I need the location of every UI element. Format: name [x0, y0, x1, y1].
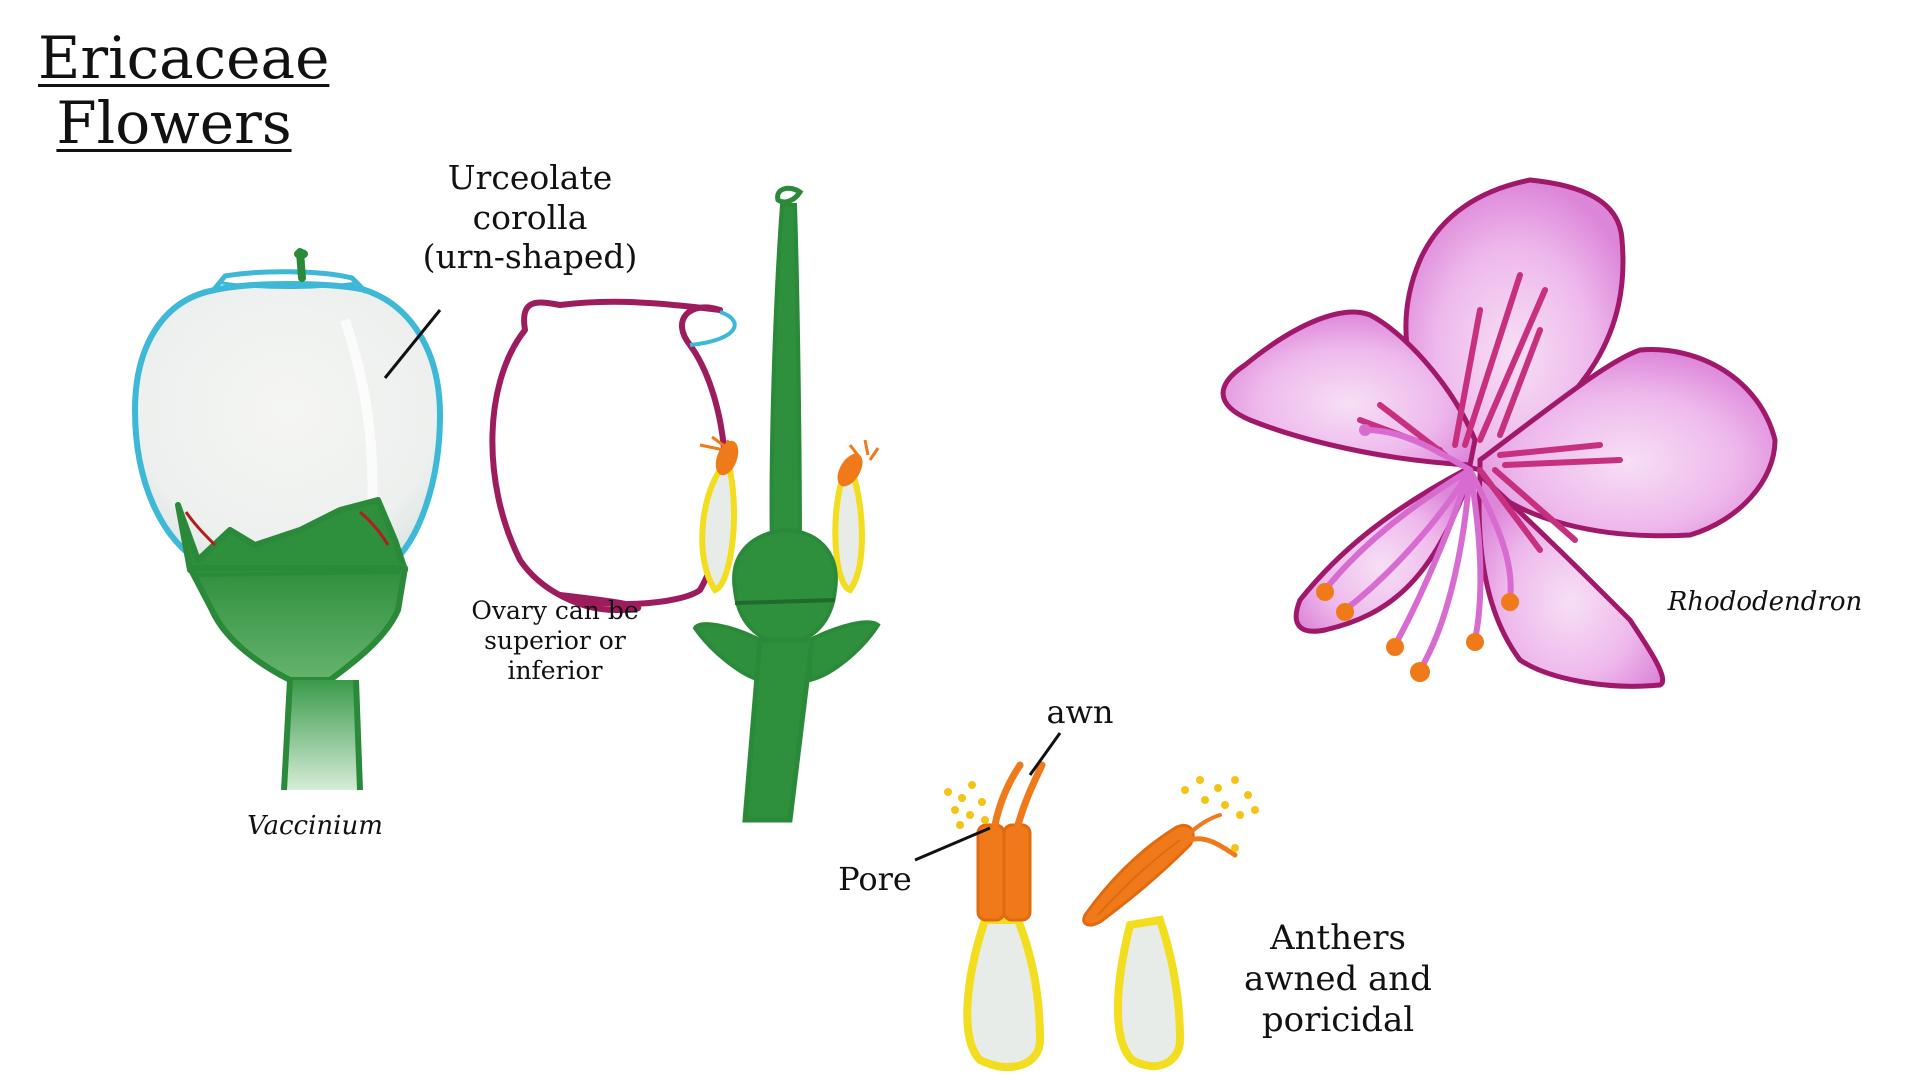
page-title: Ericaceae Flowers — [38, 24, 330, 157]
awn-right — [1014, 761, 1046, 829]
urceolate-corolla — [131, 281, 444, 568]
left-filament — [699, 467, 737, 594]
pedicel — [282, 680, 362, 790]
petal-lower-left — [1293, 465, 1468, 634]
awn-left — [991, 761, 1024, 829]
ovary-label: Ovary can be superior or inferior — [460, 596, 650, 686]
stamens — [1322, 427, 1514, 673]
section-corolla — [489, 298, 729, 613]
tilted-filament — [1113, 915, 1185, 1070]
anthers-label-line-2: awned and — [1244, 958, 1432, 999]
pollen-left — [944, 781, 989, 829]
vaccinium-flower — [131, 248, 444, 791]
anther-detail-tilted — [1082, 776, 1259, 1070]
awn-pointer — [1028, 732, 1062, 776]
pore-pointer — [914, 826, 991, 862]
title-line-1: Ericaceae — [38, 24, 330, 92]
right-anther — [837, 453, 863, 487]
corolla-label-line-1: Urceolate — [447, 158, 613, 197]
superior-ovary — [732, 527, 838, 648]
pollen-right — [1181, 776, 1259, 852]
upright-anther-right — [1002, 823, 1032, 922]
left-sepal — [692, 622, 762, 683]
petal-upper-right — [1477, 347, 1778, 539]
rhododendron-label: Rhododendron — [1667, 587, 1863, 617]
ovary-label-line-2: superior or — [484, 626, 626, 655]
title-line-2: Flowers — [56, 88, 292, 157]
ovary-label-line-1: Ovary can be — [471, 596, 639, 625]
inferior-ovary — [187, 565, 408, 683]
corolla-label-line-2: corolla — [472, 197, 588, 237]
corolla-label: Urceolate corolla (urn-shaped) — [420, 158, 640, 277]
upright-anther-left — [976, 823, 1006, 922]
flower-section — [489, 185, 881, 823]
ovary-label-line-3: inferior — [507, 656, 603, 685]
anther-detail-upright — [944, 761, 1046, 1072]
corolla-pointer — [383, 309, 442, 379]
anthers-label-line-1: Anthers — [1270, 918, 1406, 958]
awn-label: awn — [1046, 693, 1114, 731]
style — [769, 203, 803, 557]
corolla-mouth — [210, 269, 368, 294]
upright-filament — [963, 916, 1045, 1072]
stamen-anthers — [1316, 583, 1519, 682]
tilted-awn — [1187, 836, 1238, 858]
pore-label: Pore — [838, 860, 912, 898]
right-filament — [832, 477, 865, 594]
anthers-label: Anthers awned and poricidal — [1238, 918, 1438, 1040]
vaccinium-label: Vaccinium — [247, 811, 383, 841]
anthers-label-line-3: poricidal — [1261, 999, 1415, 1040]
rhododendron-flower — [1220, 177, 1778, 689]
right-sepal — [808, 620, 881, 683]
section-pedicel — [742, 637, 815, 823]
corolla-label-line-3: (urn-shaped) — [422, 237, 638, 277]
